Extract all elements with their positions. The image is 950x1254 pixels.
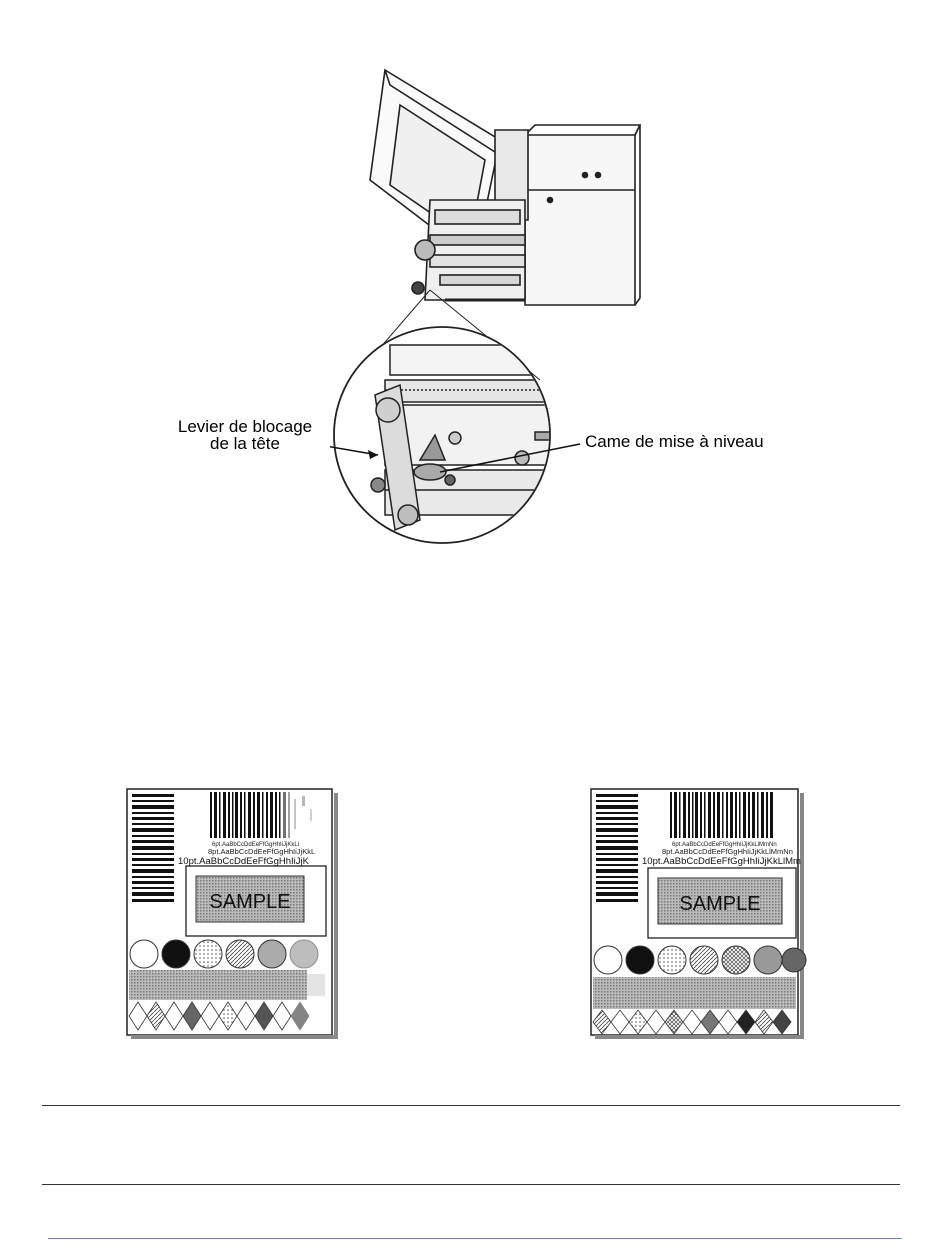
- callout-head-lock-lever: Levier de blocage de la tête: [160, 418, 330, 452]
- printer-illustration: [330, 60, 650, 550]
- printer-figure: [330, 60, 650, 550]
- callout-head-lock-lever-line1: Levier de blocage: [160, 418, 330, 435]
- divider-line-bottom: [42, 1184, 900, 1185]
- sample-label-good: 6pt.AaBbCcDdEeFfGgHhIiJjKkLlMmNn 8pt.AaB…: [586, 784, 808, 1042]
- sample-label-poor: 6pt.AaBbCcDdEeFfGgHhIiJjKkLl 8pt.AaBbCcD…: [122, 784, 342, 1042]
- poor-small-text-10pt: 10pt.AaBbCcDdEeFfGgHhIiJjK: [178, 856, 310, 867]
- good-sample-word: SAMPLE: [679, 893, 760, 915]
- callout-leveling-cam: Came de mise à niveau: [585, 433, 790, 450]
- divider-line-top: [42, 1105, 900, 1106]
- poor-small-text-8pt: 8pt.AaBbCcDdEeFfGgHhIiJjKkL: [208, 847, 315, 856]
- good-small-text-10pt: 10pt.AaBbCcDdEeFfGgHhIiJjKkLlMm: [642, 856, 801, 867]
- poor-sample-word: SAMPLE: [209, 891, 290, 913]
- sample-label-poor-graphic: 6pt.AaBbCcDdEeFfGgHhIiJjKkLl 8pt.AaBbCcD…: [122, 784, 342, 1042]
- callout-head-lock-lever-line2: de la tête: [160, 435, 330, 452]
- footer-rule: [48, 1238, 902, 1239]
- sample-label-good-graphic: 6pt.AaBbCcDdEeFfGgHhIiJjKkLlMmNn 8pt.AaB…: [586, 784, 808, 1042]
- good-small-text-8pt: 8pt.AaBbCcDdEeFfGgHhIiJjKkLlMmNn: [662, 847, 793, 856]
